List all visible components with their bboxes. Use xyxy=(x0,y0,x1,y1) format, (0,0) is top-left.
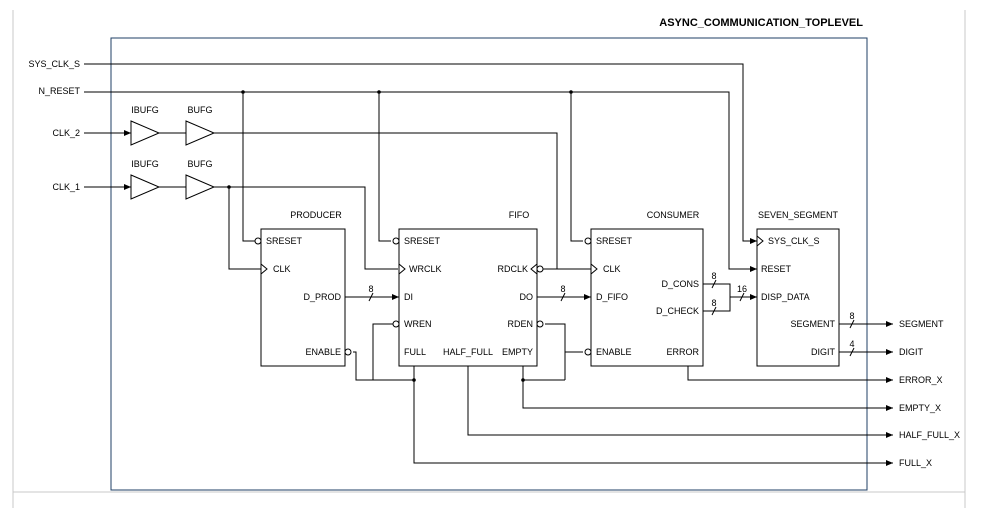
producer-block: PRODUCER SRESET CLK D_PROD ENABLE xyxy=(254,210,352,367)
output-empty-x: EMPTY_X xyxy=(899,403,941,413)
ibufg-clk2-label: IBUFG xyxy=(131,105,159,115)
consumer-block: CONSUMER SRESET CLK D_FIFO ENABLE D_CONS… xyxy=(584,210,704,367)
bus-width-d-check: 8 xyxy=(711,298,716,308)
fifo-rdclk: RDCLK xyxy=(497,264,528,274)
ibufg-clk2: IBUFG xyxy=(130,105,161,146)
consumer-clk: CLK xyxy=(603,264,621,274)
producer-d-prod: D_PROD xyxy=(303,292,341,302)
seven-segment-block: SEVEN_SEGMENT SYS_CLK_S RESET DISP_DATA … xyxy=(756,210,840,367)
input-sys-clk-s: SYS_CLK_S xyxy=(28,59,80,69)
ibufg-clk1-label: IBUFG xyxy=(131,159,159,169)
fifo-wren: WREN xyxy=(404,319,432,329)
consumer-d-fifo: D_FIFO xyxy=(596,292,628,302)
toplevel-title: ASYNC_COMMUNICATION_TOPLEVEL xyxy=(659,17,863,29)
wires xyxy=(84,63,893,466)
consumer-d-cons: D_CONS xyxy=(661,279,699,289)
seven-segment-digit: DIGIT xyxy=(811,347,836,357)
fifo-half-full: HALF_FULL xyxy=(443,347,493,357)
input-n-reset: N_RESET xyxy=(38,86,80,96)
bus-width-marks: 8 8 8 8 16 8 4 xyxy=(368,271,855,357)
fifo-block: FIFO SRESET WRCLK DI WREN FULL HALF_FULL… xyxy=(392,210,544,367)
producer-enable: ENABLE xyxy=(305,347,341,357)
fifo-di: DI xyxy=(404,292,413,302)
consumer-d-check: D_CHECK xyxy=(656,306,699,316)
consumer-enable: ENABLE xyxy=(596,347,632,357)
seven-segment-reset: RESET xyxy=(761,264,792,274)
producer-title: PRODUCER xyxy=(290,210,342,220)
output-error-x: ERROR_X xyxy=(899,375,943,385)
bufg-clk2: BUFG xyxy=(185,105,216,146)
output-segment: SEGMENT xyxy=(899,319,944,329)
input-clk-1: CLK_1 xyxy=(52,182,80,192)
output-digit: DIGIT xyxy=(899,347,924,357)
junction-dots xyxy=(227,90,573,382)
bus-width-segment: 8 xyxy=(849,311,854,321)
seven-segment-disp-data: DISP_DATA xyxy=(761,292,810,302)
consumer-sreset: SRESET xyxy=(596,236,633,246)
bufg-clk1: BUFG xyxy=(185,159,216,200)
producer-sreset: SRESET xyxy=(266,236,303,246)
input-clk-2: CLK_2 xyxy=(52,128,80,138)
fifo-empty: EMPTY xyxy=(502,347,533,357)
output-half-full-x: HALF_FULL_X xyxy=(899,430,960,440)
bus-width-digit: 4 xyxy=(849,339,854,349)
fifo-full: FULL xyxy=(404,347,426,357)
bus-width-disp-data: 16 xyxy=(737,284,747,294)
bus-width-do: 8 xyxy=(560,284,565,294)
fifo-do: DO xyxy=(520,292,534,302)
fifo-sreset: SRESET xyxy=(404,236,441,246)
seven-segment-segment: SEGMENT xyxy=(790,319,835,329)
bus-width-d-prod: 8 xyxy=(368,284,373,294)
bufg-clk2-label: BUFG xyxy=(187,105,212,115)
output-full-x: FULL_X xyxy=(899,458,932,468)
toplevel-boundary xyxy=(110,37,868,491)
page-frame xyxy=(12,10,966,508)
fifo-title: FIFO xyxy=(509,210,530,220)
consumer-title: CONSUMER xyxy=(647,210,700,220)
bufg-clk1-label: BUFG xyxy=(187,159,212,169)
consumer-error: ERROR xyxy=(666,347,699,357)
fifo-wrclk: WRCLK xyxy=(409,264,442,274)
seven-segment-sys-clk-s: SYS_CLK_S xyxy=(768,236,820,246)
seven-segment-title: SEVEN_SEGMENT xyxy=(758,210,839,220)
fifo-rden: RDEN xyxy=(507,319,533,329)
ibufg-clk1: IBUFG xyxy=(130,159,161,200)
producer-clk: CLK xyxy=(273,264,291,274)
bus-width-d-cons: 8 xyxy=(711,271,716,281)
